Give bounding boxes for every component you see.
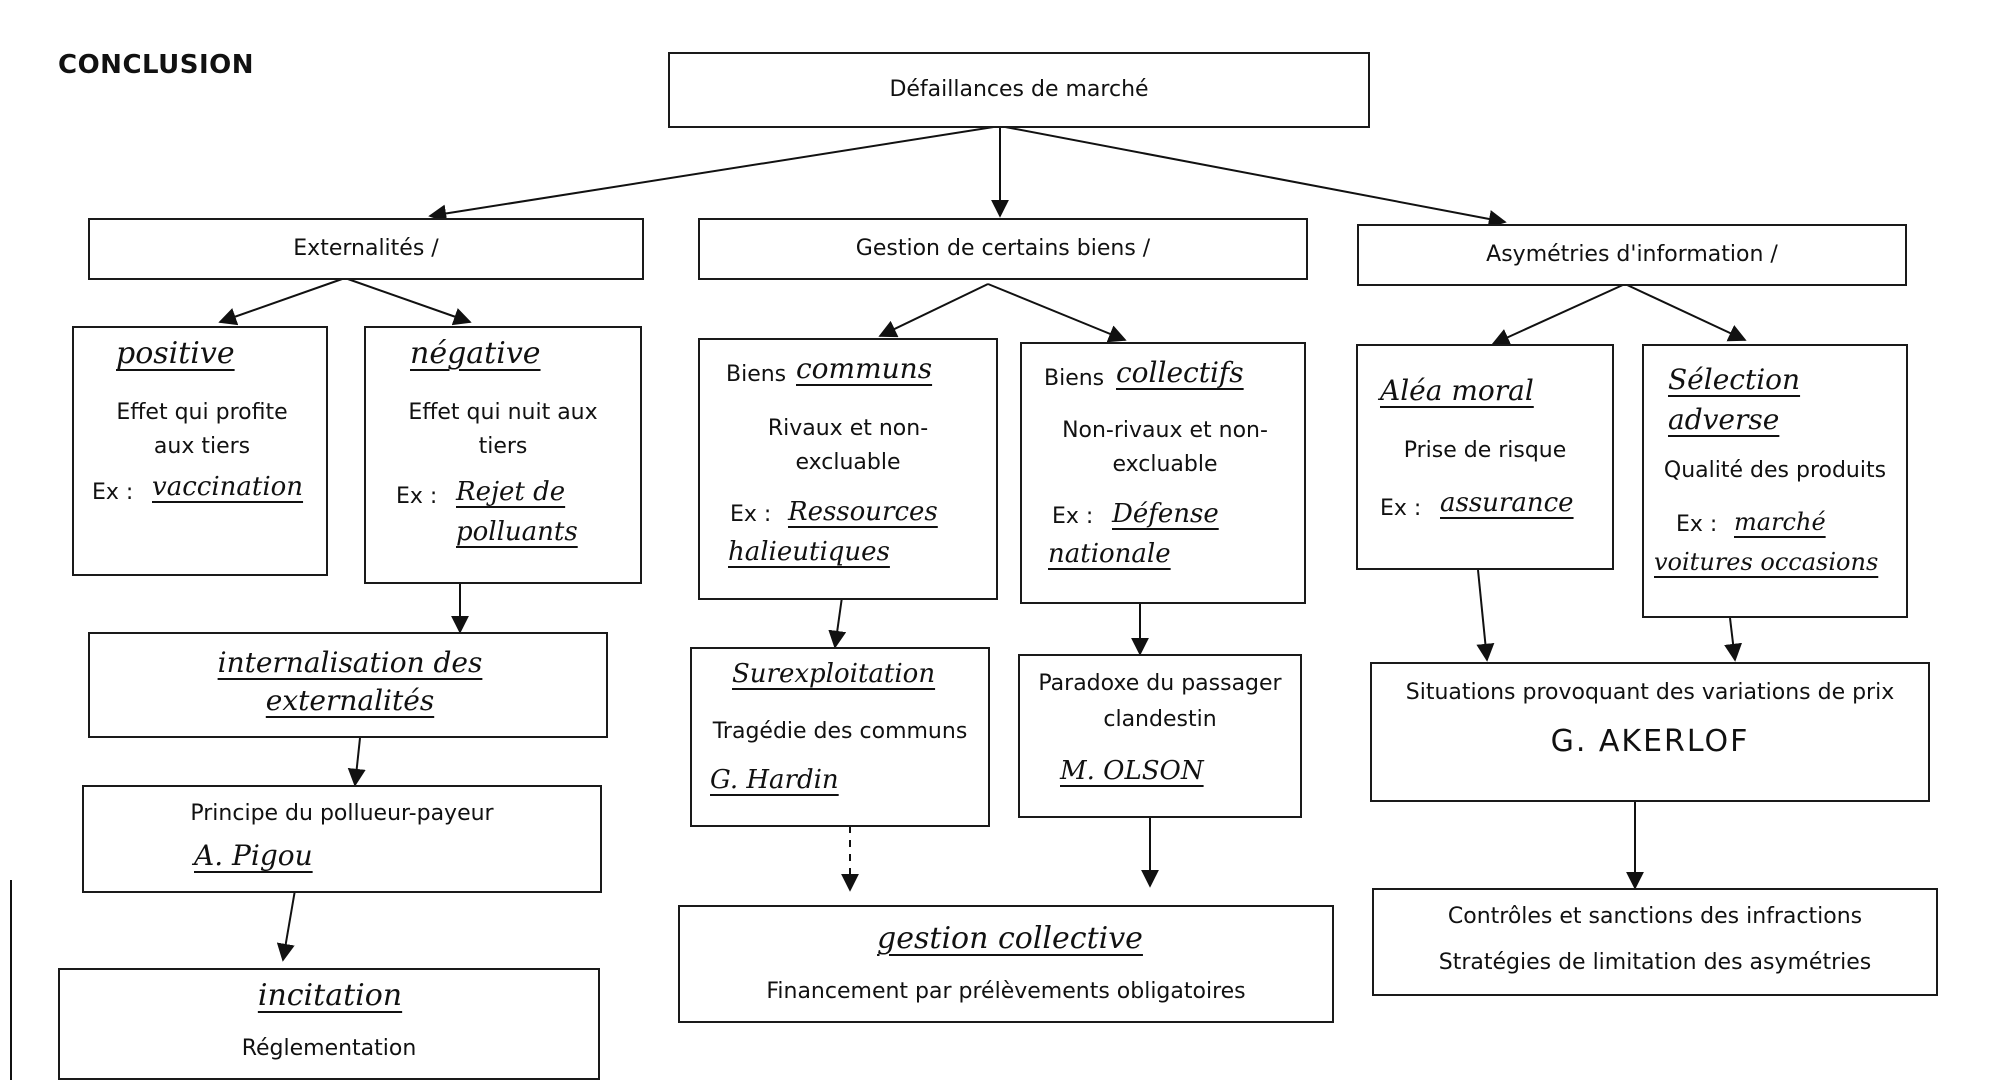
asymetries-title: Asymétries d'information /	[1486, 242, 1778, 267]
communs-desc: Rivaux et non-excluable	[767, 416, 929, 475]
communs-ex-value: Ressources halieutiques	[728, 497, 938, 567]
surexploitation-hand: Surexploitation	[732, 659, 936, 689]
positive-desc: Effet qui profite aux tiers	[116, 400, 288, 459]
left-margin-line	[10, 880, 12, 1080]
pollueur-box: Principe du pollueur-payeur A. Pigou	[82, 785, 602, 893]
selection-ex-value: marché voitures occasions	[1654, 508, 1879, 576]
gestion-collective-text: Financement par prélèvements obligatoire…	[766, 979, 1246, 1004]
gestion-title: Gestion de certains biens /	[855, 236, 1151, 261]
selection-ex-prefix: Ex :	[1676, 512, 1718, 537]
conclusion-heading: CONCLUSION	[58, 50, 255, 80]
negative-box: négative Effet qui nuit aux tiers Ex : R…	[364, 326, 642, 584]
collectifs-desc: Non-rivaux et non-excluable	[1062, 418, 1268, 477]
positive-label: positive	[116, 336, 235, 371]
alea-ex-value: assurance	[1440, 488, 1574, 518]
positive-ex-prefix: Ex :	[92, 480, 134, 505]
asymetries-header: Asymétries d'information /	[1357, 224, 1907, 286]
externalites-title: Externalités /	[293, 236, 439, 261]
collectifs-box: Biens collectifs Non-rivaux et non-exclu…	[1020, 342, 1306, 604]
surexploitation-author: G. Hardin	[710, 765, 839, 795]
communs-ex-prefix: Ex :	[730, 502, 772, 527]
internalisation-label: internalisation des externalités	[217, 646, 483, 717]
surexploitation-text: Tragédie des communs	[712, 719, 968, 744]
alea-ex-prefix: Ex :	[1380, 496, 1422, 521]
negative-label: négative	[410, 336, 541, 371]
externalites-header: Externalités /	[88, 218, 644, 280]
alea-label: Aléa moral	[1380, 374, 1534, 407]
surexploitation-box: Surexploitation Tragédie des communs G. …	[690, 647, 990, 827]
root-box: Défaillances de marché	[668, 52, 1370, 128]
internalisation-box: internalisation des externalités	[88, 632, 608, 738]
paradoxe-box: Paradoxe du passager clandestin M. OLSON	[1018, 654, 1302, 818]
selection-box: Sélection adverse Qualité des produits E…	[1642, 344, 1908, 618]
controles-box: Contrôles et sanctions des infractions S…	[1372, 888, 1938, 996]
variations-box: Situations provoquant des variations de …	[1370, 662, 1930, 802]
variations-text: Situations provoquant des variations de …	[1405, 680, 1895, 705]
paradoxe-author: M. OLSON	[1060, 756, 1204, 786]
positive-ex-value: vaccination	[152, 472, 304, 502]
controles-line1: Contrôles et sanctions des infractions	[1447, 904, 1863, 929]
alea-box: Aléa moral Prise de risque Ex : assuranc…	[1356, 344, 1614, 570]
gestion-header: Gestion de certains biens /	[698, 218, 1308, 280]
positive-box: positive Effet qui profite aux tiers Ex …	[72, 326, 328, 576]
collectifs-label: collectifs	[1116, 356, 1244, 389]
selection-label: Sélection adverse	[1668, 363, 1801, 436]
gestion-collective-hand: gestion collective	[877, 921, 1143, 956]
pollueur-text: Principe du pollueur-payeur	[190, 801, 494, 826]
root-label: Défaillances de marché	[889, 77, 1149, 102]
collectifs-prefix: Biens	[1044, 366, 1105, 391]
communs-prefix: Biens	[726, 362, 787, 387]
communs-label: communs	[796, 352, 933, 385]
incitation-hand: incitation	[257, 978, 403, 1013]
negative-ex-prefix: Ex :	[396, 484, 438, 509]
gestion-collective-box: gestion collective Financement par prélè…	[678, 905, 1334, 1023]
communs-box: Biens communs Rivaux et non-excluable Ex…	[698, 338, 998, 600]
selection-desc: Qualité des produits	[1663, 458, 1887, 483]
incitation-text: Réglementation	[241, 1036, 417, 1061]
negative-ex-value: Rejet de polluants	[456, 477, 578, 547]
incitation-box: incitation Réglementation	[58, 968, 600, 1080]
collectifs-ex-value: Défense nationale	[1048, 499, 1219, 569]
alea-desc: Prise de risque	[1403, 438, 1567, 463]
collectifs-ex-prefix: Ex :	[1052, 504, 1094, 529]
pollueur-author: A. Pigou	[194, 839, 313, 872]
variations-author: G. AKERLOF	[1550, 724, 1750, 759]
controles-line2: Stratégies de limitation des asymétries	[1438, 950, 1872, 975]
negative-desc: Effet qui nuit aux tiers	[408, 400, 598, 459]
paradoxe-text: Paradoxe du passager clandestin	[1038, 671, 1282, 732]
